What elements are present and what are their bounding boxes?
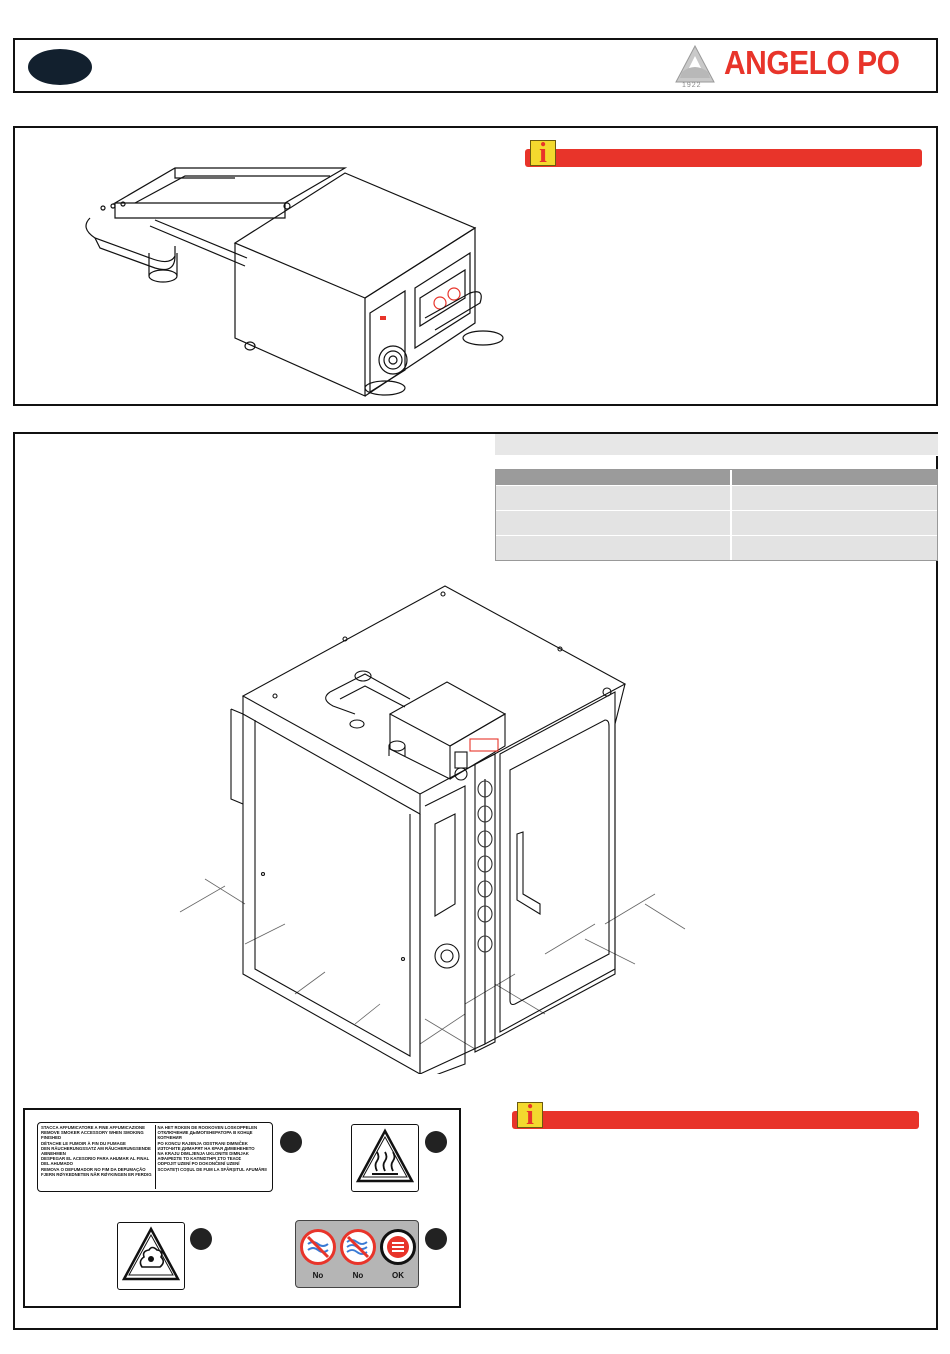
info-banner-bar <box>525 149 922 167</box>
sticker-line: DÉTACHE LE FUMOIR À FIN DU FUMAGE <box>41 1140 126 1146</box>
sticker-line: ОТКЛЮЧЕНИЕ ДЫМОГЕНЕРАТОРА В КОНЦЕ КОПЧЕН… <box>157 1130 253 1141</box>
sticker-line: PO KONCU RAJENJA ODSTRANI DIMNIČEK <box>157 1140 248 1146</box>
smoker-removal-sticker: STACCA AFFUMICATORE A FINE AFFUMICAZIONE… <box>37 1122 273 1192</box>
sticker-line: NA KRAJU DIMLJENJA UKLONITE DIMNJAK <box>157 1151 249 1157</box>
specs-table-title-bar <box>495 434 938 456</box>
info-icon: i <box>517 1100 543 1131</box>
sticker-left-column: STACCA AFFUMICATORE A FINE AFFUMICAZIONE… <box>41 1125 153 1189</box>
sticker-line: REMOVA O DEFUMADOR NO FIM DA DEFUMAÇÃO <box>41 1166 146 1172</box>
sticker-line: ИЗТОЧИТЕ ДИМАРЯТ НА КРАЯ ДИМЕНЕНЕТО <box>157 1145 255 1151</box>
table-row <box>496 535 937 560</box>
no-water-no-steam-label: No No OK <box>295 1220 419 1288</box>
sticker-line: STACCA AFFUMICATORE A FINE AFFUMICAZIONE <box>41 1125 145 1130</box>
table-row <box>496 485 937 510</box>
ok-label: OK <box>392 1271 404 1280</box>
sticker-line: SCOATEȚI COȘUL DE FUM LA SFÂRȘITUL AFUMĂ… <box>157 1166 267 1172</box>
no-water-icon <box>300 1229 336 1265</box>
no-water-label: No <box>312 1271 324 1280</box>
hot-surface-warning-icon <box>351 1124 419 1192</box>
callout-dot <box>425 1228 447 1250</box>
sticker-right-column: NA HET ROKEN DE ROOKOVEN LOSKOPPELEN ОТК… <box>154 1125 270 1189</box>
info-banner-bar <box>512 1111 919 1129</box>
sticker-line: DEN RÄUCHERUNGSSATZ AM RÄUCHERUNGSENDE A… <box>41 1145 151 1157</box>
info-banner-bottom: i <box>512 1100 919 1132</box>
oven-installation-section: i STACCA AFFUMICATORE A FINE AFFUMICAZIO… <box>13 432 938 1330</box>
page-header: 1922 ANGELO PO <box>13 38 938 93</box>
specs-table <box>495 434 938 561</box>
no-steam-label: No <box>352 1271 364 1280</box>
table-row <box>496 510 937 535</box>
info-banner-top: i <box>525 138 922 170</box>
sticker-line: DESPEGAR EL ACESORIO PARA AHUMAR AL FINA… <box>41 1156 150 1167</box>
sticker-line: NA HET ROKEN DE ROOKOVEN LOSKOPPELEN <box>157 1125 258 1130</box>
info-icon: i <box>530 138 556 169</box>
sticker-line: ΑΦΑΙΡΕΣΤΕ ΤΟ ΚΑΠΝΙΣΤΗΡΙ ΣΤΟ ΤΕΛΟΣ <box>157 1156 242 1162</box>
brand-year: 1922 <box>682 82 702 89</box>
language-badge <box>28 49 92 85</box>
oven-with-smoker-drawing <box>179 585 686 1074</box>
smoker-accessory-section: i <box>13 126 938 406</box>
sticker-line: FJERN RØYKEDNETEN NÅR RØYKINGEN ER FERDI… <box>41 1171 152 1177</box>
callout-dot <box>280 1131 302 1153</box>
brand-name: ANGELO PO <box>724 45 900 82</box>
callout-dot <box>425 1131 447 1153</box>
brand-logo: 1922 ANGELO PO <box>670 42 910 92</box>
no-steam-icon <box>340 1229 376 1265</box>
specs-table-grid <box>495 469 938 561</box>
callout-dot <box>190 1228 212 1250</box>
smoker-accessory-drawing <box>85 167 504 397</box>
warning-labels-panel: STACCA AFFUMICATORE A FINE AFFUMICAZIONE… <box>23 1108 461 1308</box>
table-header-row <box>496 470 937 485</box>
ok-dry-icon <box>380 1229 416 1265</box>
sticker-line: REMOVE SMOKER ACCESSORY WHEN SMOKING FIN… <box>41 1130 144 1141</box>
brand-mark-icon <box>675 44 715 83</box>
sticker-line: ODPOJIT UZENÍ PO DOKONČENÍ UZENÍ <box>157 1161 240 1167</box>
smoke-warning-icon <box>117 1222 185 1290</box>
